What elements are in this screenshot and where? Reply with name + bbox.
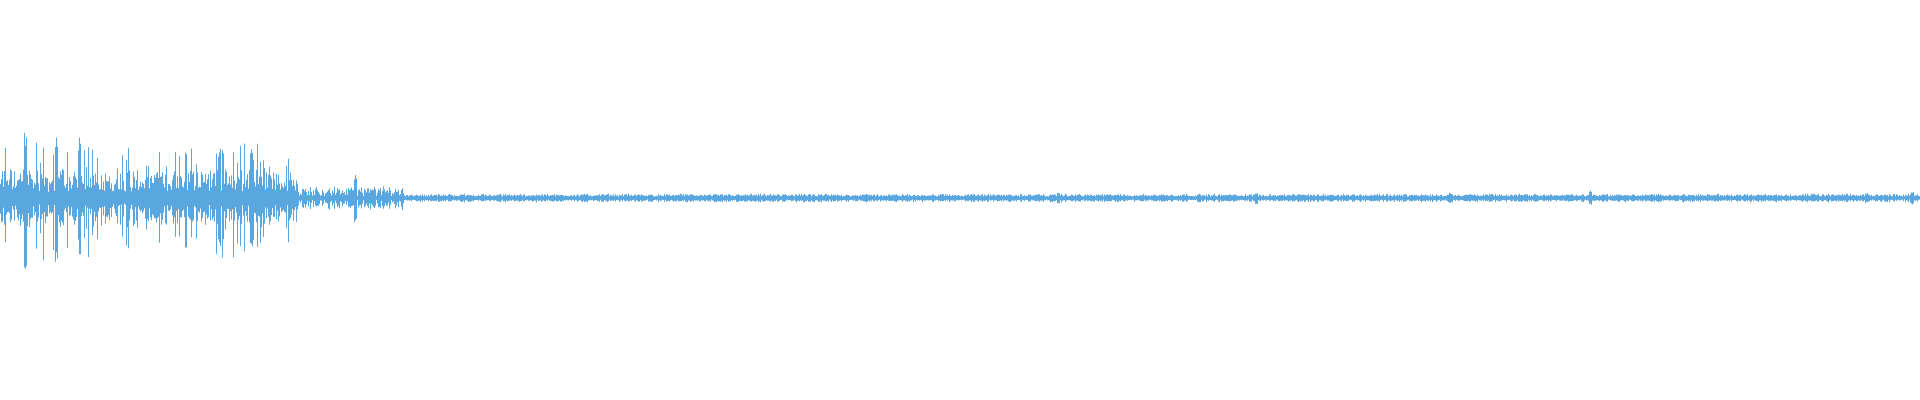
waveform-trace — [0, 132, 1920, 269]
